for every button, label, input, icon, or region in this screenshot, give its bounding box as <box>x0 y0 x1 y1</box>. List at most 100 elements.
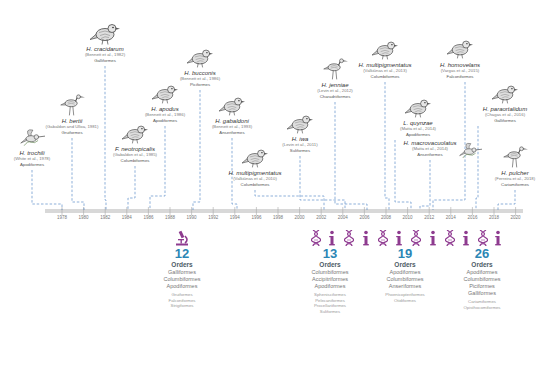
citation: (Levin et al., 2012) <box>317 89 353 93</box>
host-order: Galliformes <box>94 59 116 63</box>
host-order: Gruiformes <box>61 131 82 135</box>
host-order: Columbiformes <box>241 183 270 187</box>
host-order: Falconiformes <box>447 75 474 79</box>
year-label: 2018 <box>489 216 499 221</box>
other-order: Gruiformes <box>171 293 192 297</box>
citation: (Gabaldon and Ulloa, 1981) <box>46 125 99 129</box>
main-order: Apodiformes <box>390 270 421 276</box>
main-order: Columbiformes <box>164 277 201 283</box>
host-order: Suliformes <box>290 149 310 153</box>
citation: (Levin et al., 2011) <box>282 143 317 147</box>
main-order: Accipitriformes <box>312 277 348 283</box>
year-label: 2008 <box>381 216 391 221</box>
year-label: 2000 <box>295 216 305 221</box>
other-order: Opisthocomiformes <box>463 306 500 310</box>
other-order: Pelecaniformes <box>315 299 345 303</box>
year-label: 1992 <box>208 216 218 221</box>
citation: (Bennett et al., 1986) <box>180 77 220 81</box>
species-name: H. bucconis <box>184 70 215 76</box>
species-name: L. quynzae <box>403 120 432 126</box>
main-order: Apodiformes <box>467 270 498 276</box>
main-order: Columbiformes <box>312 270 349 276</box>
order-count: 26 <box>475 247 489 260</box>
main-order: Galliformes <box>168 270 196 276</box>
orders-heading: Orders <box>171 262 192 269</box>
species-name: H. macrovacuolatus <box>403 140 456 146</box>
order-count: 13 <box>323 247 337 260</box>
orders-heading: Orders <box>394 262 415 269</box>
main-order: Columbiformes <box>464 277 501 283</box>
orders-heading: Orders <box>319 262 340 269</box>
species-name: H. trochili <box>19 150 44 156</box>
other-order: Falconiformes <box>169 299 196 303</box>
main-order: Columbiformes <box>387 277 424 283</box>
host-order: Apodiformes <box>20 163 44 167</box>
year-label: 1998 <box>273 216 283 221</box>
citation: (Matta et al., 2014) <box>400 127 436 131</box>
year-label: 2002 <box>316 216 326 221</box>
year-label: 1984 <box>122 216 132 221</box>
host-order: Cariamiformes <box>501 183 529 187</box>
year-label: 1980 <box>79 216 89 221</box>
citation: (Chagas et al., 2016) <box>485 113 525 117</box>
host-order: Apodiformes <box>153 119 177 123</box>
year-label: 2006 <box>359 216 369 221</box>
main-order: Apodiformes <box>315 284 346 290</box>
year-label: 2010 <box>403 216 413 221</box>
year-label: 2020 <box>511 216 521 221</box>
other-order: Sphenisciformes <box>314 293 346 297</box>
species-name: H. jenniae <box>321 82 348 88</box>
year-label: 2004 <box>338 216 348 221</box>
method-icons <box>176 230 501 246</box>
species-name: F. neotropicalis <box>115 146 155 152</box>
other-order: Phoenicopteriformes <box>385 293 424 297</box>
citation: (Vargas et al., 2015) <box>441 69 480 73</box>
host-order: Piciformes <box>190 83 210 87</box>
bird-illustrations <box>21 25 528 168</box>
year-label: 1978 <box>57 216 67 221</box>
species-name: H. paraortalidum <box>483 106 527 112</box>
leader-lines <box>32 66 515 210</box>
year-label: 2014 <box>446 216 456 221</box>
other-order: Procellariiformes <box>314 304 346 308</box>
year-label: 2012 <box>424 216 434 221</box>
order-count: 19 <box>398 247 412 260</box>
time-axis <box>45 209 523 213</box>
species-name: H. multipigmentatus <box>358 62 411 68</box>
year-label: 1986 <box>143 216 153 221</box>
species-name: H. gabaldoni <box>215 118 249 124</box>
citation: (White et al., 1978) <box>14 157 50 161</box>
orders-heading: Orders <box>471 262 492 269</box>
citation: (Bennett et al., 1993) <box>212 125 252 129</box>
host-order: Anseriformes <box>417 153 442 157</box>
year-label: 1996 <box>251 216 261 221</box>
host-order: Apodiformes <box>406 133 430 137</box>
species-name: H. bertii <box>62 118 83 124</box>
other-order: Otidiformes <box>394 299 416 303</box>
main-order: Apodiformes <box>167 284 198 290</box>
species-name: H. iwa <box>292 136 309 142</box>
other-order: Strigiformes <box>171 304 194 308</box>
other-order: Cariamiformes <box>468 300 496 304</box>
host-order: Anseriformes <box>219 131 244 135</box>
order-count: 12 <box>175 247 189 260</box>
citation: (Valkiūnas et al., 2010) <box>233 177 277 181</box>
species-name: H. multipigmentatus <box>228 170 281 176</box>
species-name: H. pulcher <box>501 170 528 176</box>
year-label: 1994 <box>230 216 240 221</box>
main-order: Anseriformes <box>389 284 421 290</box>
citation: (Ferreira et al., 2018) <box>495 177 535 181</box>
axis-ticks <box>62 207 516 215</box>
year-label: 2016 <box>467 216 477 221</box>
main-order: Galliformes <box>468 291 496 297</box>
host-order: Columbiformes <box>371 75 400 79</box>
citation: (Valkiūnas et al., 2013) <box>363 69 407 73</box>
year-label: 1990 <box>187 216 197 221</box>
citation: (Matta et al., 2014) <box>412 147 448 151</box>
other-order: Suliformes <box>320 310 340 314</box>
host-order: Galliformes <box>494 119 516 123</box>
citation: (Bennett et al., 1982) <box>85 53 125 57</box>
host-order: Columbiformes <box>121 159 150 163</box>
